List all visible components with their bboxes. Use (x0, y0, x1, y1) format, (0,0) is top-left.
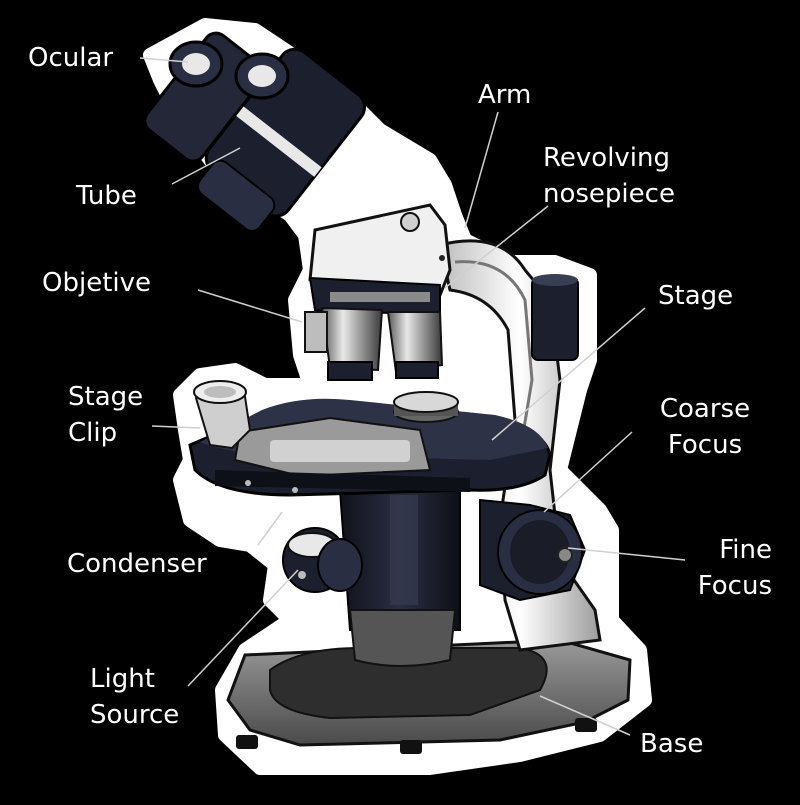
label-condenser: Condenser (67, 546, 207, 582)
base-leader (539, 695, 631, 736)
light-source-leader (187, 569, 299, 687)
label-arm-line-1: Arm (478, 80, 532, 110)
label-stage-clip-line-1: Stage (68, 382, 144, 412)
label-stage: Stage (658, 278, 733, 314)
condenser-leader (257, 511, 283, 546)
label-arm: Arm (478, 77, 531, 113)
label-tube-line-1: Tube (76, 181, 137, 211)
label-stage-clip: Stage Clip (68, 379, 143, 451)
label-base: Base (640, 726, 703, 762)
label-revolving-nosepiece-line-1: Revolving (543, 143, 671, 173)
stage-leader (491, 307, 646, 441)
stage-clip-leader (151, 425, 201, 429)
label-revolving-nosepiece: Revolving nosepiece (543, 140, 675, 212)
label-stage-line-1: Stage (658, 281, 734, 311)
label-base-line-1: Base (640, 729, 704, 759)
ocular-leader (139, 57, 189, 63)
label-revolving-nosepiece-line-2: nosepiece (543, 179, 675, 209)
label-stage-clip-line-2: Clip (68, 418, 118, 448)
label-objective: Objetive (42, 265, 151, 301)
label-tube: Tube (76, 178, 137, 214)
label-condenser-line-1: Condenser (67, 549, 207, 579)
coarse-focus-leader (543, 431, 633, 513)
label-fine-focus-line-1: Fine (719, 535, 772, 565)
leader-lines (139, 57, 686, 736)
label-light-source-line-1: Light (90, 664, 155, 694)
arm-leader (464, 111, 499, 229)
label-fine-focus: Fine Focus (672, 532, 772, 604)
label-light-source-line-2: Source (90, 700, 180, 730)
nosepiece-leader (444, 205, 549, 289)
label-fine-focus-line-2: Focus (697, 571, 772, 601)
label-coarse-focus: Coarse Focus (640, 391, 770, 463)
label-ocular: Ocular (28, 40, 113, 76)
objective-lens-1 (320, 306, 384, 372)
label-coarse-focus-line-2: Focus (667, 430, 743, 460)
tube-leader (171, 147, 241, 185)
label-coarse-focus-line-1: Coarse (659, 394, 751, 424)
label-ocular-line-1: Ocular (28, 43, 114, 73)
objective-leader (197, 289, 303, 323)
fine-focus-leader (567, 547, 686, 561)
label-objective-line-1: Objetive (42, 268, 151, 298)
label-light-source: Light Source (90, 661, 179, 733)
